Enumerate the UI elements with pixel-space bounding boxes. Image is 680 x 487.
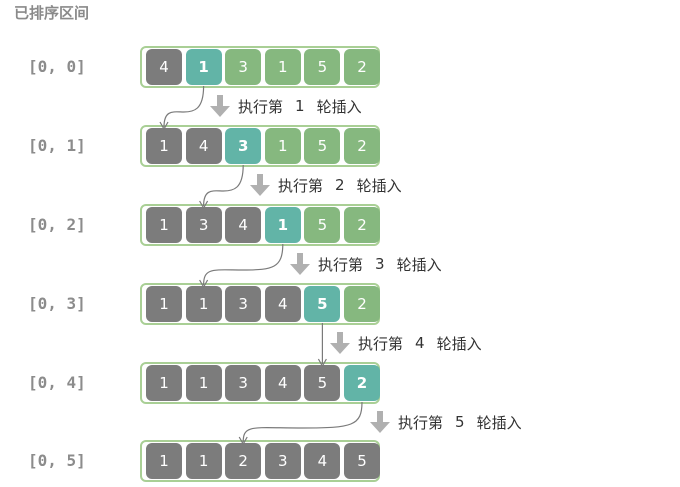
step-suffix: 轮插入	[396, 255, 442, 274]
down-arrow-icon	[250, 174, 270, 196]
step-suffix: 轮插入	[356, 176, 402, 195]
down-arrow-icon	[210, 95, 230, 117]
array-cell-unsorted: 2	[344, 49, 380, 85]
step-num: 1	[295, 97, 305, 115]
array-cell-sorted: 1	[146, 207, 182, 243]
array-cell-unsorted: 1	[264, 49, 301, 85]
array-cell-sorted: 1	[146, 443, 182, 479]
curve-arrowhead	[199, 279, 209, 289]
array-cell-sorted: 1	[185, 286, 222, 322]
array-cell-sorted: 4	[304, 443, 341, 479]
array-cell-unsorted: 2	[344, 207, 380, 243]
array-cell-current: 3	[225, 128, 262, 164]
array-cell-unsorted: 2	[344, 128, 380, 164]
array-cell-sorted: 3	[185, 207, 222, 243]
array-cell-sorted: 1	[146, 286, 182, 322]
array-cell-sorted: 2	[225, 443, 262, 479]
array-cell-sorted: 1	[146, 365, 182, 401]
step-num: 3	[375, 255, 385, 273]
curve-arrowhead	[317, 358, 327, 368]
step-suffix: 轮插入	[476, 413, 522, 432]
down-arrow-icon	[370, 411, 390, 433]
array-cell-sorted: 1	[185, 365, 222, 401]
sorted-range-label: [0, 4]	[28, 373, 86, 392]
array-cell-unsorted: 2	[344, 286, 380, 322]
step-num: 5	[455, 413, 465, 431]
array-cell-unsorted: 5	[304, 207, 341, 243]
insertion-curve	[203, 164, 244, 207]
sorted-range-label: [0, 2]	[28, 215, 86, 234]
sorted-range-label: [0, 3]	[28, 294, 86, 313]
sorted-range-label: [0, 1]	[28, 136, 86, 155]
array-cell-sorted: 5	[344, 443, 380, 479]
insertion-step: 执行第 1 轮插入	[210, 94, 362, 118]
array-cell-unsorted: 5	[304, 49, 341, 85]
step-prefix: 执行第	[358, 334, 404, 353]
down-arrow-icon	[330, 332, 350, 354]
array-cell-sorted: 4	[264, 365, 301, 401]
sorted-range-label: [0, 5]	[28, 451, 86, 470]
step-prefix: 执行第	[278, 176, 324, 195]
curve-arrowhead	[199, 200, 209, 210]
step-prefix: 执行第	[318, 255, 364, 274]
array-cell-sorted: 4	[225, 207, 262, 243]
array-cell-sorted: 4	[264, 286, 301, 322]
array-cell-current: 5	[304, 286, 341, 322]
step-num: 2	[335, 176, 345, 194]
sorted-range-label: [0, 0]	[28, 57, 86, 76]
insertion-curve	[242, 401, 363, 443]
insertion-curve	[203, 243, 284, 286]
array-cell-unsorted: 1	[264, 128, 301, 164]
array-cell-sorted: 3	[264, 443, 301, 479]
step-num: 4	[415, 334, 425, 352]
array-cell-sorted: 1	[146, 128, 182, 164]
insertion-step: 执行第 5 轮插入	[370, 410, 522, 434]
array-cell-current: 1	[185, 49, 222, 85]
array-cell-unsorted: 5	[304, 128, 341, 164]
down-arrow-icon	[290, 253, 310, 275]
insertion-step: 执行第 4 轮插入	[330, 331, 482, 355]
curve-arrowhead	[238, 436, 248, 446]
insertion-step: 执行第 3 轮插入	[290, 252, 442, 276]
array-cell-unsorted: 3	[225, 49, 262, 85]
step-prefix: 执行第	[398, 413, 444, 432]
insertion-step: 执行第 2 轮插入	[250, 173, 402, 197]
array-cell-current: 2	[344, 365, 380, 401]
array-cell-sorted: 3	[225, 286, 262, 322]
array-cell-sorted: 5	[304, 365, 341, 401]
step-suffix: 轮插入	[316, 97, 362, 116]
insertion-curve	[163, 85, 205, 128]
array-cell-sorted: 4	[146, 49, 182, 85]
step-prefix: 执行第	[238, 97, 284, 116]
page-title: 已排序区间	[14, 4, 90, 22]
array-cell-sorted: 4	[185, 128, 222, 164]
array-cell-sorted: 3	[225, 365, 262, 401]
curve-arrowhead	[159, 121, 169, 131]
step-suffix: 轮插入	[436, 334, 482, 353]
array-cell-sorted: 1	[185, 443, 222, 479]
array-cell-current: 1	[264, 207, 301, 243]
